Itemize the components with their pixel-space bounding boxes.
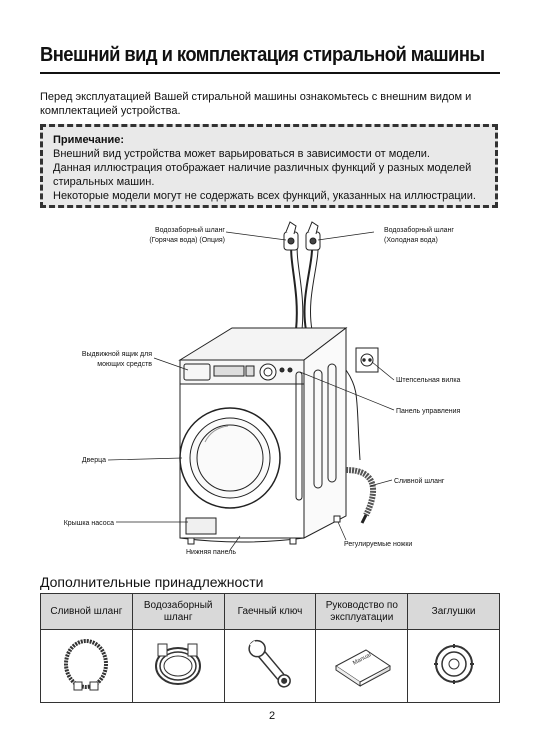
accessory-header: Водозаборный шланг <box>131 593 225 630</box>
accessory-cell <box>131 629 225 703</box>
label-door: Дверца <box>82 457 106 464</box>
page-title: Внешний вид и комплектация стиральной ма… <box>40 44 485 66</box>
inlet-hose-icon <box>155 643 202 685</box>
label-adjustable-feet: Регулируемые ножки <box>344 541 412 548</box>
intro-text: Перед эксплуатацией Вашей стиральной маш… <box>40 91 472 117</box>
note-line: Внешний вид устройства может варьировать… <box>53 148 430 160</box>
caps-icon <box>433 643 474 684</box>
washing-machine-diagram: Водозаборный шланг (Горячая вода) (Опция… <box>64 221 461 556</box>
drain-hose-icon <box>64 638 109 690</box>
label-control-panel: Панель управления <box>396 408 461 415</box>
note-line: Некоторые модели могут не содержать всех… <box>53 190 476 202</box>
page-number: 2 <box>268 710 276 722</box>
accessory-header: Руководство по эксплуатации <box>315 593 409 630</box>
label-cold-water-hose: Водозаборный шланг <box>384 226 454 234</box>
label-hot-water-hose-note: (Горячая вода) (Опция) <box>149 237 225 244</box>
accessory-cell <box>40 629 133 703</box>
accessory-header: Заглушки <box>407 593 500 630</box>
accessory-cell <box>223 629 317 703</box>
accessories-table: Сливной шланг Водозаборный шланг Гаечный… <box>40 593 500 703</box>
label-hot-water-hose: Водозаборный шланг <box>155 226 225 234</box>
label-cold-water-hose-note: (Холодная вода) <box>384 237 438 244</box>
note-line: Данная иллюстрация отображает наличие ра… <box>53 162 472 188</box>
accessory-cell <box>407 629 500 703</box>
manual-icon: Manual <box>334 648 391 687</box>
label-drain-hose: Сливной шланг <box>394 477 445 485</box>
label-bottom-panel: Нижняя панель <box>186 549 236 556</box>
note-title: Примечание: <box>53 134 125 146</box>
label-detergent-drawer-2: моющих средств <box>97 361 152 368</box>
accessories-title: Дополнительные принадлежности <box>40 574 264 590</box>
wrench-icon <box>248 639 291 688</box>
label-power-plug: Штепсельная вилка <box>396 377 461 384</box>
label-detergent-drawer: Выдвижной ящик для <box>82 350 152 358</box>
label-pump-cover: Крышка насоса <box>64 520 114 527</box>
note-box: Примечание: Внешний вид устройства может… <box>40 124 498 208</box>
accessory-header: Гаечный ключ <box>223 593 317 630</box>
accessory-header: Сливной шланг <box>40 593 133 630</box>
title-divider <box>40 72 500 74</box>
accessory-cell: Manual <box>315 629 409 703</box>
